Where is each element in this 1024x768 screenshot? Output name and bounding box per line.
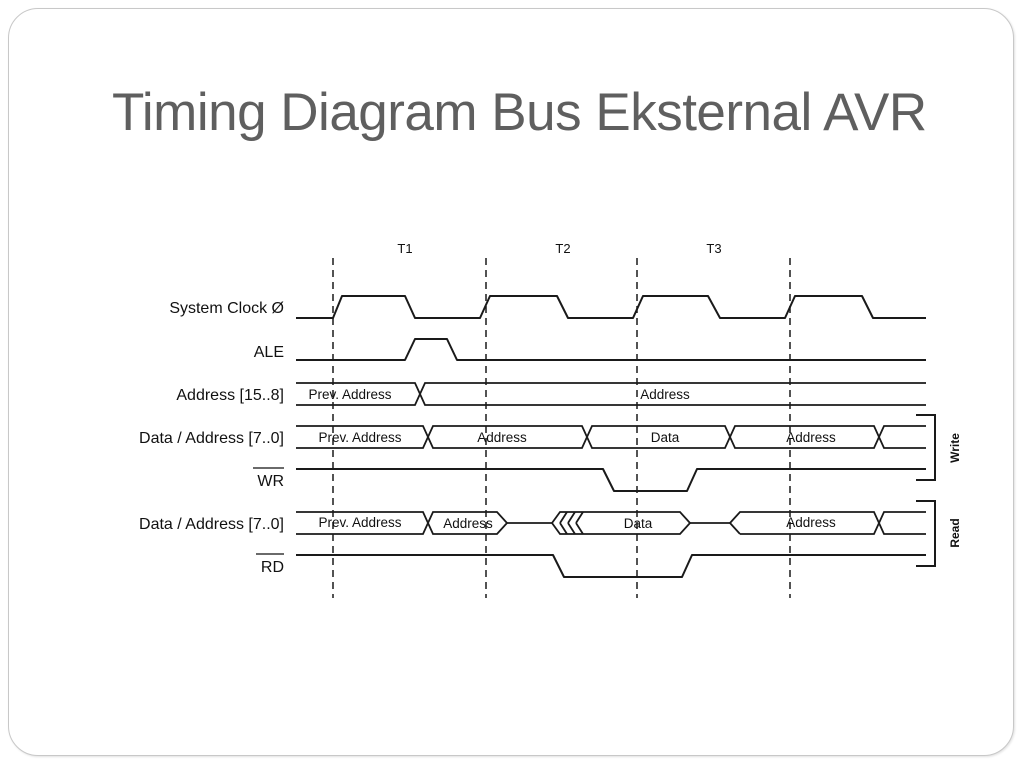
bus-label-write-data: Data (651, 430, 680, 445)
signal-label-wr: WR (257, 473, 284, 490)
data-write-bus (296, 425, 926, 449)
signal-label-data-read: Data / Address [7..0] (139, 516, 284, 533)
group-label-read: Read (948, 518, 962, 547)
address-high-bus (296, 382, 926, 406)
slide-title: Timing Diagram Bus Eksternal AVR (112, 83, 927, 142)
signal-label-clock: System Clock Ø (169, 300, 284, 317)
data-read-bus (296, 511, 926, 535)
phase-label-t1: T1 (397, 241, 412, 256)
bus-label-read-address: Address (443, 516, 493, 531)
slide-frame (8, 8, 1014, 756)
ale-waveform (296, 338, 926, 361)
group-label-write: Write (948, 433, 962, 463)
clock-waveform (296, 295, 926, 319)
bus-label-address-high: Address (640, 387, 690, 402)
phase-label-t3: T3 (706, 241, 721, 256)
signal-label-data-write: Data / Address [7..0] (139, 430, 284, 447)
bus-label-read-data: Data (624, 516, 653, 531)
bus-label-write-prev: Prev. Address (318, 430, 401, 445)
wr-waveform (296, 468, 926, 492)
bus-label-read-prev: Prev. Address (318, 515, 401, 530)
read-group-bracket (916, 500, 936, 567)
phase-label-t2: T2 (555, 241, 570, 256)
signal-label-rd: RD (261, 559, 284, 576)
bus-label-address-high-prev: Prev. Address (308, 387, 391, 402)
bus-label-read-address-next: Address (786, 515, 836, 530)
write-group-bracket (916, 414, 936, 481)
bus-label-write-address-next: Address (786, 430, 836, 445)
signal-label-ale: ALE (254, 344, 284, 361)
rd-waveform (296, 554, 926, 578)
bus-label-write-address: Address (477, 430, 527, 445)
signal-label-address-high: Address [15..8] (176, 387, 284, 404)
